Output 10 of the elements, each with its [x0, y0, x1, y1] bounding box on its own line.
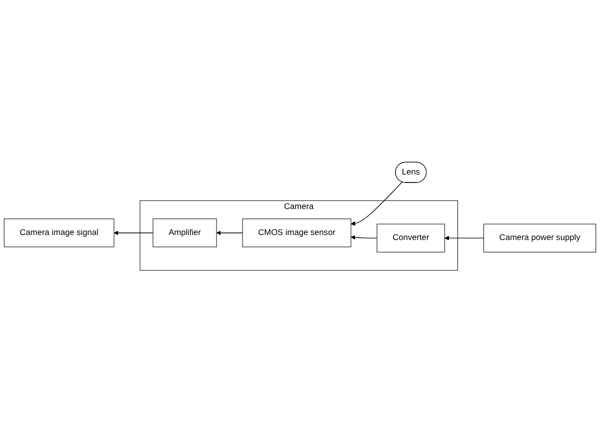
node-box: Camera image signal: [4, 218, 114, 247]
arrow: [444, 236, 484, 240]
arrow: [350, 234, 378, 240]
arrow: [114, 230, 154, 235]
node-box: Camera power supply: [483, 224, 596, 252]
node-box: Amplifier: [152, 218, 217, 247]
node-box: Converter: [376, 224, 445, 252]
arrow: [350, 181, 402, 226]
arrow: [216, 230, 243, 235]
node-box: CMOS image sensor: [242, 218, 352, 247]
